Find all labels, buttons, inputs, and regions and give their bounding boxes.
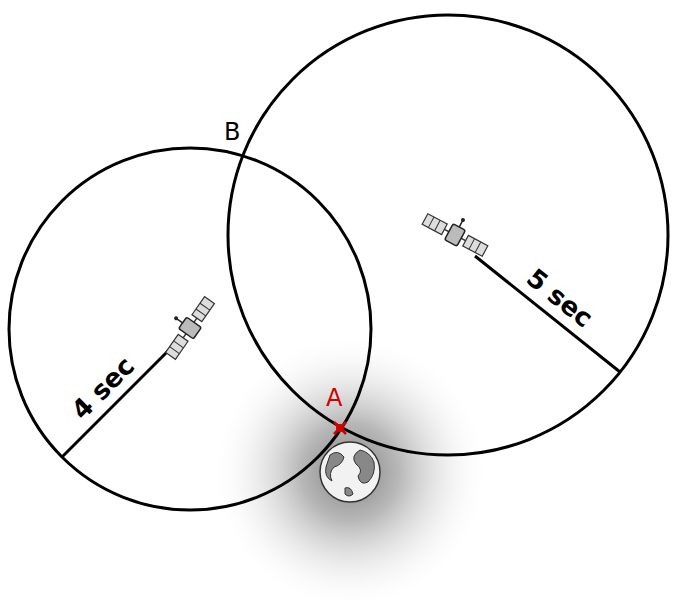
point-label: A <box>326 386 342 410</box>
satellite-icon <box>155 289 217 361</box>
range-circle <box>228 15 668 455</box>
point-label: B <box>224 120 240 144</box>
position-mark <box>334 422 346 434</box>
time-label: 4 sec <box>67 352 139 424</box>
time-label: 5 sec <box>522 264 597 332</box>
satellite-icon <box>421 202 494 259</box>
radius-line <box>475 256 620 372</box>
earth <box>320 442 380 502</box>
radius-line <box>62 347 172 457</box>
earth-glow <box>210 332 490 601</box>
range-circle <box>9 148 371 510</box>
